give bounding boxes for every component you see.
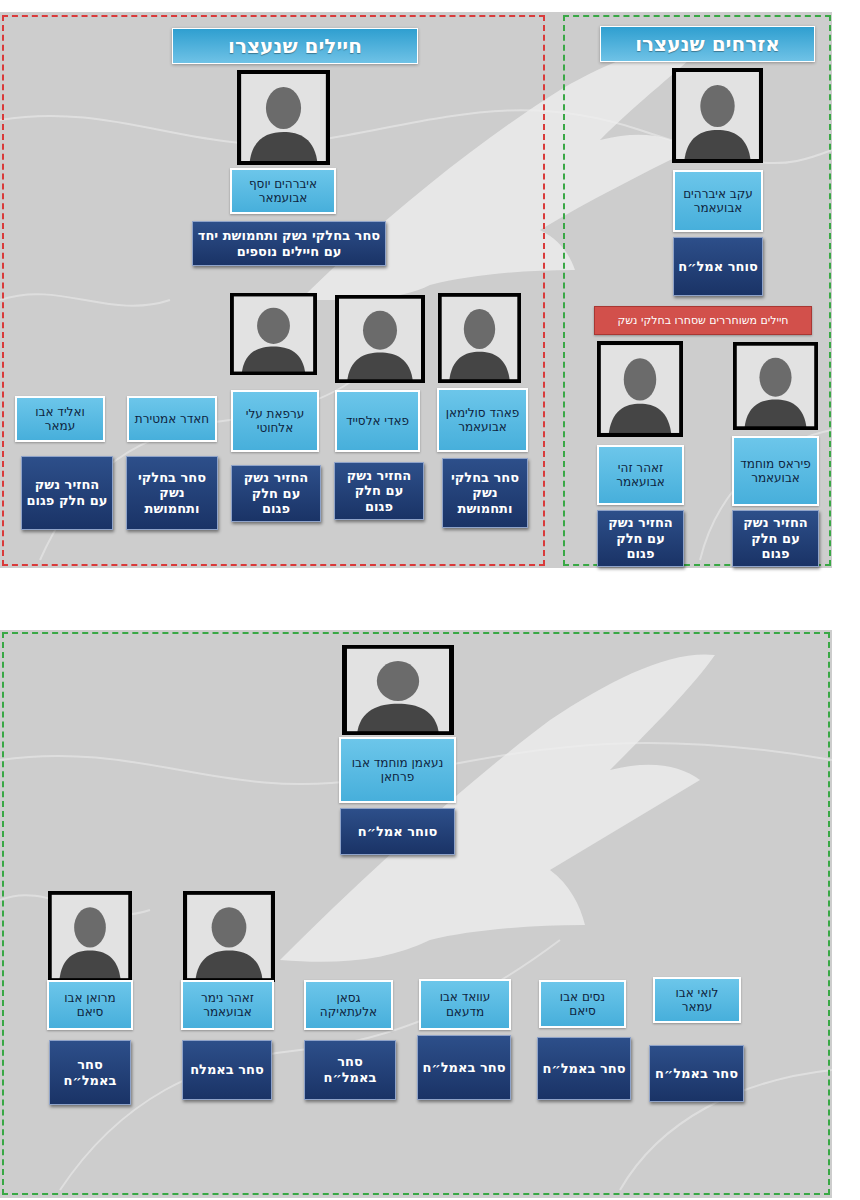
person-name: ערפאת עלי אלחוטי — [237, 407, 313, 436]
charge-text: סחר באמל״ח — [423, 1060, 506, 1076]
name-box: פאדי אלסייד — [335, 390, 420, 452]
person-name: נסים אבו סיאם — [545, 990, 620, 1019]
name-box: לואי אבו עמאר — [653, 977, 741, 1023]
name-box: ואליד אבו עמאר — [15, 396, 105, 442]
charge-box: סחר בחלקי נשק ותחמושת — [442, 458, 528, 528]
name-box: עוואד אבו מדעאם — [419, 979, 511, 1030]
group-frame: אזרחים שנעצרו עקב איברהים אבועאמר סוחר אמל… — [563, 15, 831, 566]
person-name: פאהד סולימאן אבועאמר — [443, 406, 522, 435]
charge-text: סוחר אמל״ח — [678, 259, 757, 275]
photo-placeholder — [342, 645, 454, 735]
name-box: איברהים יוסף אבועמאר — [230, 168, 336, 214]
group-frame: חיילים שנעצרו איברהים יוסף אבועמאר סחר בחל… — [2, 15, 545, 566]
charge-text: סחר באמל״ח — [309, 1054, 391, 1085]
photo-placeholder — [48, 891, 132, 982]
person-name: עוואד אבו מדעאם — [425, 990, 505, 1019]
charge-box: החזיר נשק עם חלק פגום — [732, 510, 819, 567]
photo-placeholder — [733, 342, 818, 430]
charge-box: סחר באמלח — [182, 1040, 272, 1100]
person-name: זאהר זהי אבועאמר — [603, 461, 678, 490]
name-box: עקב איברהים אבועאמר — [673, 170, 763, 232]
charge-text: החזיר נשק עם חלק פגום — [602, 515, 679, 562]
charge-box: החזיר נשק עם חלק פגום — [231, 465, 321, 522]
charge-box: סחר באמל״ח — [49, 1040, 131, 1105]
name-box: מרואן אבו סיאם — [47, 980, 133, 1030]
charge-text: סחר באמל״ח — [543, 1061, 626, 1077]
group-heading: אזרחים שנעצרו — [600, 26, 815, 62]
charge-text: סחר באמל״ח — [54, 1057, 126, 1088]
name-box: חאדר אמטירת — [127, 396, 217, 442]
charge-text: החזיר נשק עם חלק פגום — [236, 470, 316, 517]
group-frame: נעאמן מוחמד אבו פרחאן סוחר אמל״ח לואי אבו … — [2, 632, 830, 1195]
panel-ground — [0, 630, 832, 1198]
charge-box: החזיר נשק עם חלק פגום — [597, 510, 684, 567]
person-name: ואליד אבו עמאר — [21, 405, 99, 434]
charge-box: סוחר אמל״ח — [673, 237, 763, 296]
charge-box: סחר באמל״ח — [537, 1037, 631, 1100]
charge-text: סחר בחלקי נשק ותחמושת — [131, 470, 213, 517]
name-box: ערפאת עלי אלחוטי — [231, 390, 319, 452]
name-box: זאהר נימר אבועאמר — [181, 980, 274, 1030]
person-name: גסאן אלעתאיקה — [310, 991, 387, 1020]
person-name: עקב איברהים אבועאמר — [679, 187, 757, 216]
charge-box: החזיר נשק עם חלק פגום — [334, 462, 424, 520]
name-box: פיראס מוחמד אבועאמר — [732, 436, 819, 506]
charge-box: החזיר נשק עם חלק פגום — [21, 456, 113, 530]
person-name: מרואן אבו סיאם — [53, 991, 127, 1020]
charge-box: סחר בחלקי נשק ותחמושת יחד עם חיילים נוספ… — [192, 221, 386, 266]
name-box: גסאן אלעתאיקה — [304, 980, 393, 1030]
category-text: חיילים משוחררים שסחרו בחלקי נשק — [617, 314, 788, 327]
person-name: נעאמן מוחמד אבו פרחאן — [345, 756, 450, 785]
panel-ground — [0, 12, 832, 568]
photo-placeholder — [237, 70, 330, 165]
charge-box: סחר באמל״ח — [649, 1045, 744, 1102]
group-heading: חיילים שנעצרו — [172, 28, 418, 64]
charge-text: סחר בחלקי נשק ותחמושת יחד עם חיילים נוספ… — [197, 228, 381, 259]
charge-box: סחר באמל״ח — [304, 1040, 396, 1100]
photo-placeholder — [183, 891, 275, 982]
charge-text: סחר בחלקי נשק ותחמושת — [447, 470, 523, 517]
photo-placeholder — [230, 293, 317, 375]
person-name: איברהים יוסף אבועמאר — [236, 177, 330, 206]
charge-text: החזיר נשק עם חלק פגום — [26, 477, 108, 508]
charge-box: סוחר אמל״ח — [340, 808, 455, 855]
person-name: פיראס מוחמד אבועאמר — [738, 457, 813, 486]
name-box: זאהר זהי אבועאמר — [597, 445, 684, 505]
photo-placeholder — [335, 295, 425, 383]
photo-placeholder — [597, 341, 683, 437]
person-name: חאדר אמטירת — [135, 412, 209, 426]
name-box: פאהד סולימאן אבועאמר — [437, 388, 528, 452]
charge-box: סחר בחלקי נשק ותחמושת — [126, 456, 218, 530]
charge-text: החזיר נשק עם חלק פגום — [339, 468, 419, 515]
name-box: נסים אבו סיאם — [539, 980, 626, 1028]
person-name: פאדי אלסייד — [346, 414, 409, 428]
charge-box: סחר באמל״ח — [417, 1035, 511, 1100]
charge-text: סחר באמלח — [190, 1062, 264, 1078]
charge-text: סוחר אמל״ח — [358, 824, 437, 840]
person-name: זאהר נימר אבועאמר — [187, 991, 268, 1020]
photo-placeholder — [672, 68, 763, 163]
charge-text: סחר באמל״ח — [655, 1066, 738, 1082]
person-name: לואי אבו עמאר — [659, 986, 735, 1015]
charge-text: החזיר נשק עם חלק פגום — [737, 515, 814, 562]
name-box: נעאמן מוחמד אבו פרחאן — [339, 737, 456, 803]
category-bar: חיילים משוחררים שסחרו בחלקי נשק — [594, 306, 812, 335]
photo-placeholder — [438, 293, 521, 383]
